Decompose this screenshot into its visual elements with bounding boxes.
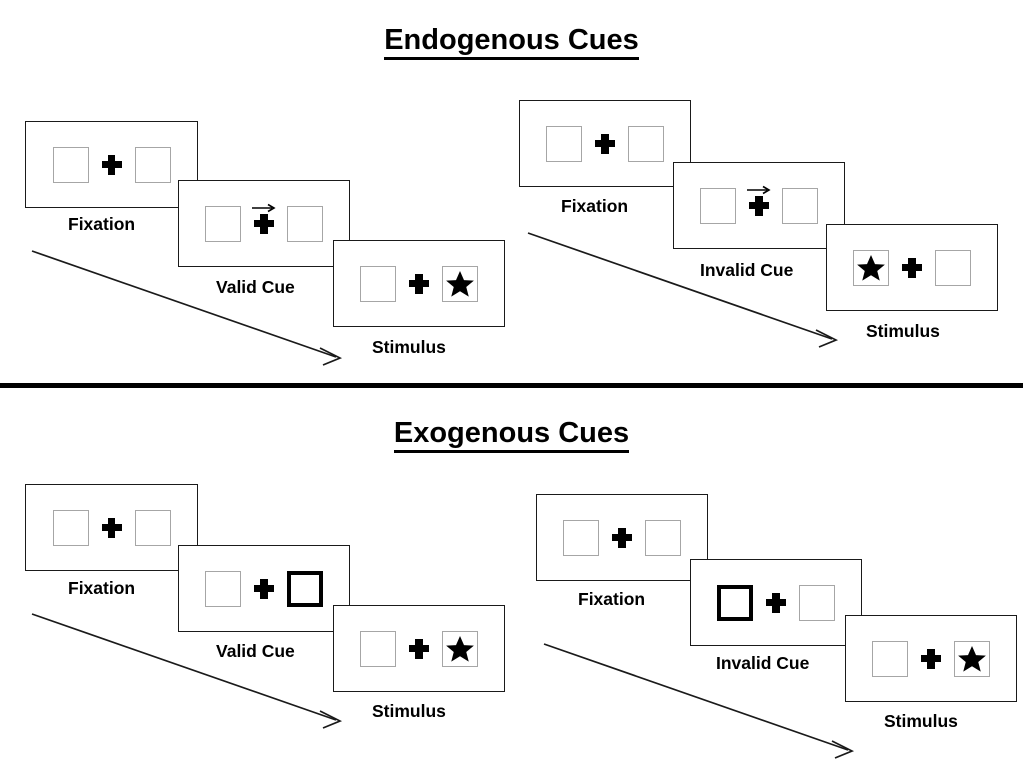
fixation-cross-wrap <box>612 520 632 556</box>
fixation-cross-icon <box>409 638 429 659</box>
stimulus-box-left <box>853 249 889 286</box>
panel-content <box>360 265 478 302</box>
panel-exo-invalid-fixation[interactable] <box>536 494 708 581</box>
caption-exo-invalid-cue: Invalid Cue <box>716 653 810 673</box>
caption-endo-valid-cue: Valid Cue <box>216 277 295 297</box>
stimulus-box-left <box>700 187 736 224</box>
fixation-cross-icon <box>749 195 769 216</box>
stimulus-box-right <box>287 205 323 242</box>
panel-exo-valid-stimulus[interactable] <box>333 605 505 692</box>
panel-content <box>563 519 681 556</box>
fixation-cross-wrap <box>747 185 771 224</box>
stimulus-box-right <box>935 249 971 286</box>
stimulus-box-left <box>52 146 89 183</box>
panel-endo-valid-fixation[interactable] <box>25 121 198 208</box>
section-title-endogenous-text: Endogenous Cues <box>384 24 639 60</box>
stimulus-box-right-cued <box>287 570 323 607</box>
stimulus-box-right <box>442 265 478 302</box>
fixation-cross-icon <box>766 592 786 613</box>
fixation-cross-wrap <box>921 641 941 677</box>
caption-exo-valid-cue: Valid Cue <box>216 641 295 661</box>
caption-endo-invalid-stimulus: Stimulus <box>866 321 940 341</box>
panel-content <box>546 125 664 162</box>
fixation-cross-icon <box>409 273 429 294</box>
stimulus-box-right <box>799 584 835 621</box>
stimulus-box-right <box>134 146 171 183</box>
caption-endo-valid-stimulus: Stimulus <box>372 337 446 357</box>
section-title-exogenous-text: Exogenous Cues <box>393 417 630 453</box>
stimulus-box-left <box>52 509 89 546</box>
fixation-cross-icon <box>921 648 941 669</box>
panel-content <box>360 630 478 667</box>
panel-endo-invalid-fixation[interactable] <box>519 100 691 187</box>
panel-content <box>872 640 990 677</box>
fixation-cross-wrap <box>252 203 276 242</box>
stimulus-box-right <box>628 125 664 162</box>
caption-endo-invalid-fixation: Fixation <box>561 196 629 216</box>
fixation-cross-wrap <box>254 571 274 607</box>
panel-endo-invalid-cue[interactable] <box>673 162 845 249</box>
section-divider <box>0 383 1023 388</box>
stimulus-box-left <box>360 630 396 667</box>
fixation-cross-icon <box>612 527 632 548</box>
panel-content <box>717 584 835 621</box>
panel-content <box>700 185 818 224</box>
panel-content <box>52 146 171 183</box>
panel-content <box>52 509 171 546</box>
stimulus-box-right <box>645 519 681 556</box>
panel-endo-valid-cue[interactable] <box>178 180 350 267</box>
stimulus-box-left <box>563 519 599 556</box>
stimulus-box-right <box>954 640 990 677</box>
fixation-cross-wrap <box>409 266 429 302</box>
stimulus-box-left <box>205 570 241 607</box>
stimulus-box-left <box>546 125 582 162</box>
panel-content <box>205 570 323 607</box>
panel-endo-invalid-stimulus[interactable] <box>826 224 998 311</box>
cue-arrow-right-icon <box>252 203 276 212</box>
panel-exo-invalid-stimulus[interactable] <box>845 615 1017 702</box>
star-icon <box>857 254 885 281</box>
panel-endo-valid-stimulus[interactable] <box>333 240 505 327</box>
panel-content <box>205 203 323 242</box>
fixation-cross-icon <box>595 133 615 154</box>
fixation-cross-icon <box>101 154 122 175</box>
fixation-cross-wrap <box>409 631 429 667</box>
fixation-cross-icon <box>101 517 122 538</box>
caption-exo-valid-fixation: Fixation <box>68 578 136 598</box>
fixation-cross-wrap <box>766 585 786 621</box>
panel-content <box>853 249 971 286</box>
stimulus-box-left <box>360 265 396 302</box>
star-icon <box>446 635 474 662</box>
stimulus-box-left-cued <box>717 584 753 621</box>
star-icon <box>958 645 986 672</box>
panel-exo-valid-fixation[interactable] <box>25 484 198 571</box>
stimulus-box-right <box>782 187 818 224</box>
fixation-cross-wrap <box>101 510 122 546</box>
star-icon <box>446 270 474 297</box>
stimulus-box-left <box>205 205 241 242</box>
stimulus-box-right <box>442 630 478 667</box>
flow-arrow-exogenous-invalid <box>543 643 855 759</box>
panel-exo-invalid-cue[interactable] <box>690 559 862 646</box>
caption-exo-valid-stimulus: Stimulus <box>372 701 446 721</box>
caption-exo-invalid-fixation: Fixation <box>578 589 646 609</box>
panel-exo-valid-cue[interactable] <box>178 545 350 632</box>
fixation-cross-icon <box>254 213 274 234</box>
section-title-exogenous: Exogenous Cues <box>0 417 1023 453</box>
caption-endo-valid-fixation: Fixation <box>68 214 136 234</box>
fixation-cross-wrap <box>902 250 922 286</box>
fixation-cross-wrap <box>595 126 615 162</box>
fixation-cross-icon <box>254 578 274 599</box>
stimulus-box-left <box>872 640 908 677</box>
fixation-cross-icon <box>902 257 922 278</box>
stimulus-box-right <box>134 509 171 546</box>
cue-arrow-right-icon <box>747 185 771 194</box>
fixation-cross-wrap <box>101 147 122 183</box>
caption-exo-invalid-stimulus: Stimulus <box>884 711 958 731</box>
section-title-endogenous: Endogenous Cues <box>0 24 1023 60</box>
caption-endo-invalid-cue: Invalid Cue <box>700 260 794 280</box>
